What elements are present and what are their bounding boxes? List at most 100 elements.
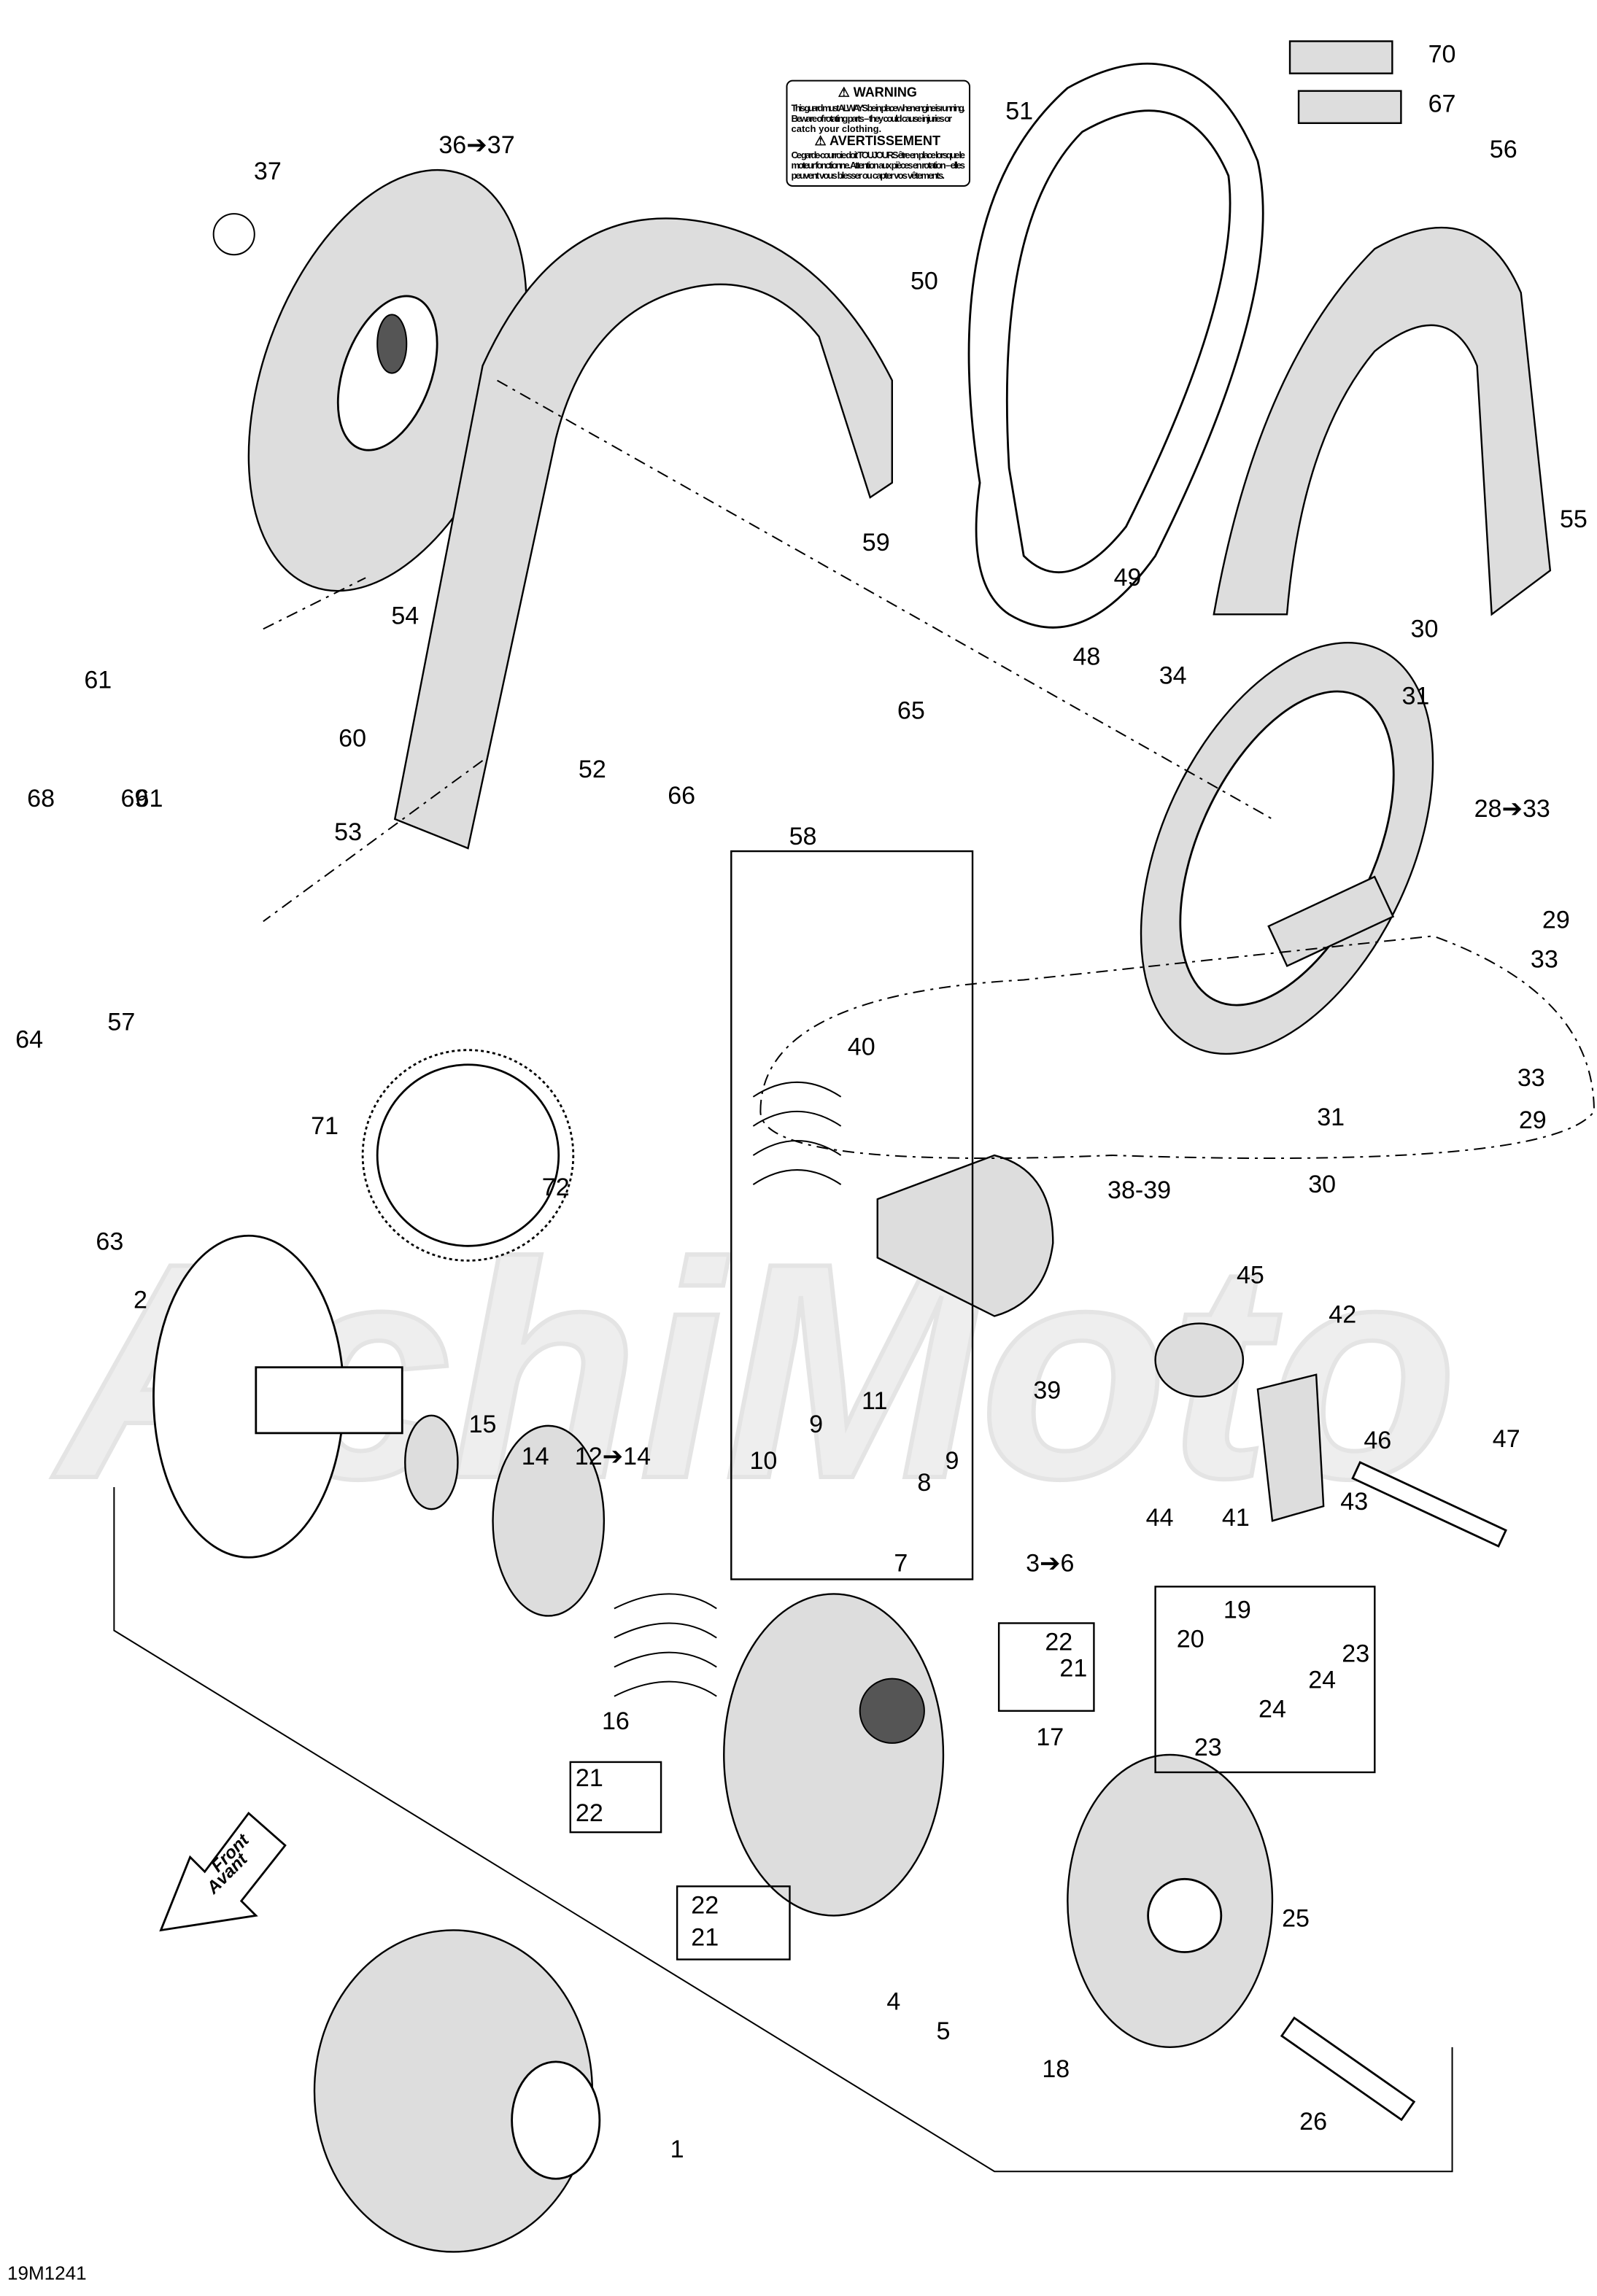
callout-22: 22 [1045, 1629, 1072, 1656]
spring-16 [614, 1593, 717, 1697]
callout-21: 21 [576, 1764, 603, 1792]
movable-sheave-3 [723, 1593, 945, 1917]
callout-61: 61 [136, 785, 163, 812]
callout-68: 68 [27, 785, 55, 812]
callout-57: 57 [107, 1009, 135, 1036]
callout-7: 7 [894, 1549, 908, 1577]
hub-18 [1147, 1877, 1223, 1953]
front-arrow: Front Avant [159, 1812, 287, 1932]
callout-15: 15 [469, 1411, 497, 1438]
belt-guard-bracket-50 [393, 217, 893, 850]
callout-17: 17 [1036, 1723, 1064, 1751]
callout-22: 22 [576, 1799, 603, 1827]
counterweight-41 [1256, 1373, 1325, 1522]
callout-28-33: 28➔33 [1474, 795, 1550, 823]
ring-gear-inner [376, 1063, 560, 1247]
callout-51: 51 [1005, 98, 1033, 125]
callout-71: 71 [311, 1112, 339, 1140]
spring-40 [752, 1081, 842, 1185]
detail-box-21-22b [569, 1761, 662, 1834]
callout-53: 53 [334, 818, 362, 846]
label-67 [1297, 90, 1402, 124]
callout-50: 50 [910, 267, 938, 295]
warning-text-fr-2: moteur fonctionne. Attention aux pièces … [791, 160, 965, 171]
callout-69: 69 [120, 785, 148, 812]
callout-67: 67 [1428, 90, 1456, 118]
callout-29: 29 [1542, 906, 1570, 934]
callout-8: 8 [917, 1469, 931, 1497]
callout-33: 33 [1531, 945, 1558, 973]
callout-12-14: 12➔14 [575, 1443, 651, 1470]
callout-66: 66 [668, 782, 695, 810]
detail-box-7-11 [730, 850, 974, 1581]
crank-hub [511, 2060, 601, 2180]
callout-34: 34 [1159, 662, 1187, 690]
cam-38-39 [876, 1154, 1054, 1317]
callout-26: 26 [1299, 2108, 1327, 2136]
callout-72: 72 [542, 1174, 570, 1201]
callout-45: 45 [1237, 1261, 1264, 1289]
callout-19: 19 [1223, 1596, 1251, 1624]
assembly-axis [497, 379, 1595, 1160]
callout-59: 59 [862, 529, 890, 556]
callout-38-39: 38-39 [1107, 1176, 1171, 1204]
callout-49: 49 [1114, 564, 1142, 592]
assembly-axis-2 [263, 577, 484, 923]
callout-30: 30 [1308, 1171, 1336, 1198]
callout-56: 56 [1490, 136, 1517, 163]
callout-18: 18 [1042, 2055, 1070, 2083]
fixed-sheave-36 [247, 168, 527, 592]
callout-37: 37 [254, 158, 282, 185]
warning-text-en-3: catch your clothing. [791, 123, 881, 134]
callout-63: 63 [96, 1227, 123, 1255]
callout-70: 70 [1428, 41, 1456, 69]
bushing-15 [404, 1414, 459, 1510]
callout-46: 46 [1364, 1427, 1391, 1454]
warning-title-fr: ⚠ AVERTISSEMENT [815, 133, 940, 148]
callout-31: 31 [1317, 1104, 1345, 1131]
detail-box-22-21c [676, 1885, 791, 1960]
callout-11: 11 [862, 1387, 887, 1415]
callout-24: 24 [1308, 1667, 1336, 1694]
callout-29: 29 [1519, 1106, 1547, 1134]
callout-39: 39 [1033, 1377, 1061, 1405]
warning-label-51: ⚠ WARNING This guard must ALWAYS be in p… [786, 79, 971, 187]
callout-2: 2 [134, 1286, 147, 1314]
callout-14: 14 [522, 1443, 549, 1470]
washer-45 [1154, 1322, 1245, 1397]
spider-12 [492, 1424, 606, 1617]
callout-65: 65 [897, 697, 925, 725]
callout-42: 42 [1329, 1301, 1356, 1329]
callout-5: 5 [936, 2017, 950, 2045]
diagram-code: 19M1241 [7, 2262, 87, 2284]
warning-text-fr-1: Ce garde-courroie doit TOUJOURS être en … [791, 150, 965, 160]
callout-55: 55 [1560, 505, 1588, 533]
callout-47: 47 [1493, 1425, 1520, 1453]
callout-44: 44 [1146, 1504, 1174, 1532]
warning-title-en: ⚠ WARNING [838, 85, 917, 100]
callout-10: 10 [749, 1447, 777, 1475]
callout-30: 30 [1411, 615, 1439, 643]
callout-9: 9 [946, 1447, 959, 1475]
detail-box-19-24 [1154, 1586, 1376, 1774]
detail-box-21-22 [997, 1622, 1095, 1712]
callout-9: 9 [809, 1411, 823, 1438]
callout-43: 43 [1340, 1488, 1368, 1516]
bolt-26 [1280, 2016, 1416, 2122]
callout-48: 48 [1072, 643, 1100, 670]
callout-61: 61 [84, 667, 112, 694]
callout-58: 58 [789, 823, 817, 850]
label-70 [1288, 40, 1393, 74]
callout-23: 23 [1342, 1640, 1369, 1668]
callout-31: 31 [1401, 683, 1429, 710]
callout-25: 25 [1282, 1904, 1310, 1932]
callout-21: 21 [691, 1923, 719, 1951]
callout-1: 1 [670, 2136, 684, 2163]
callout-3-6: 3➔6 [1026, 1549, 1074, 1577]
callout-21: 21 [1059, 1655, 1087, 1683]
callout-36-37: 36➔37 [438, 131, 514, 159]
warning-text-fr-3: peuvent vous blesser ou capter vos vêtem… [791, 170, 944, 181]
callout-22: 22 [691, 1891, 719, 1919]
